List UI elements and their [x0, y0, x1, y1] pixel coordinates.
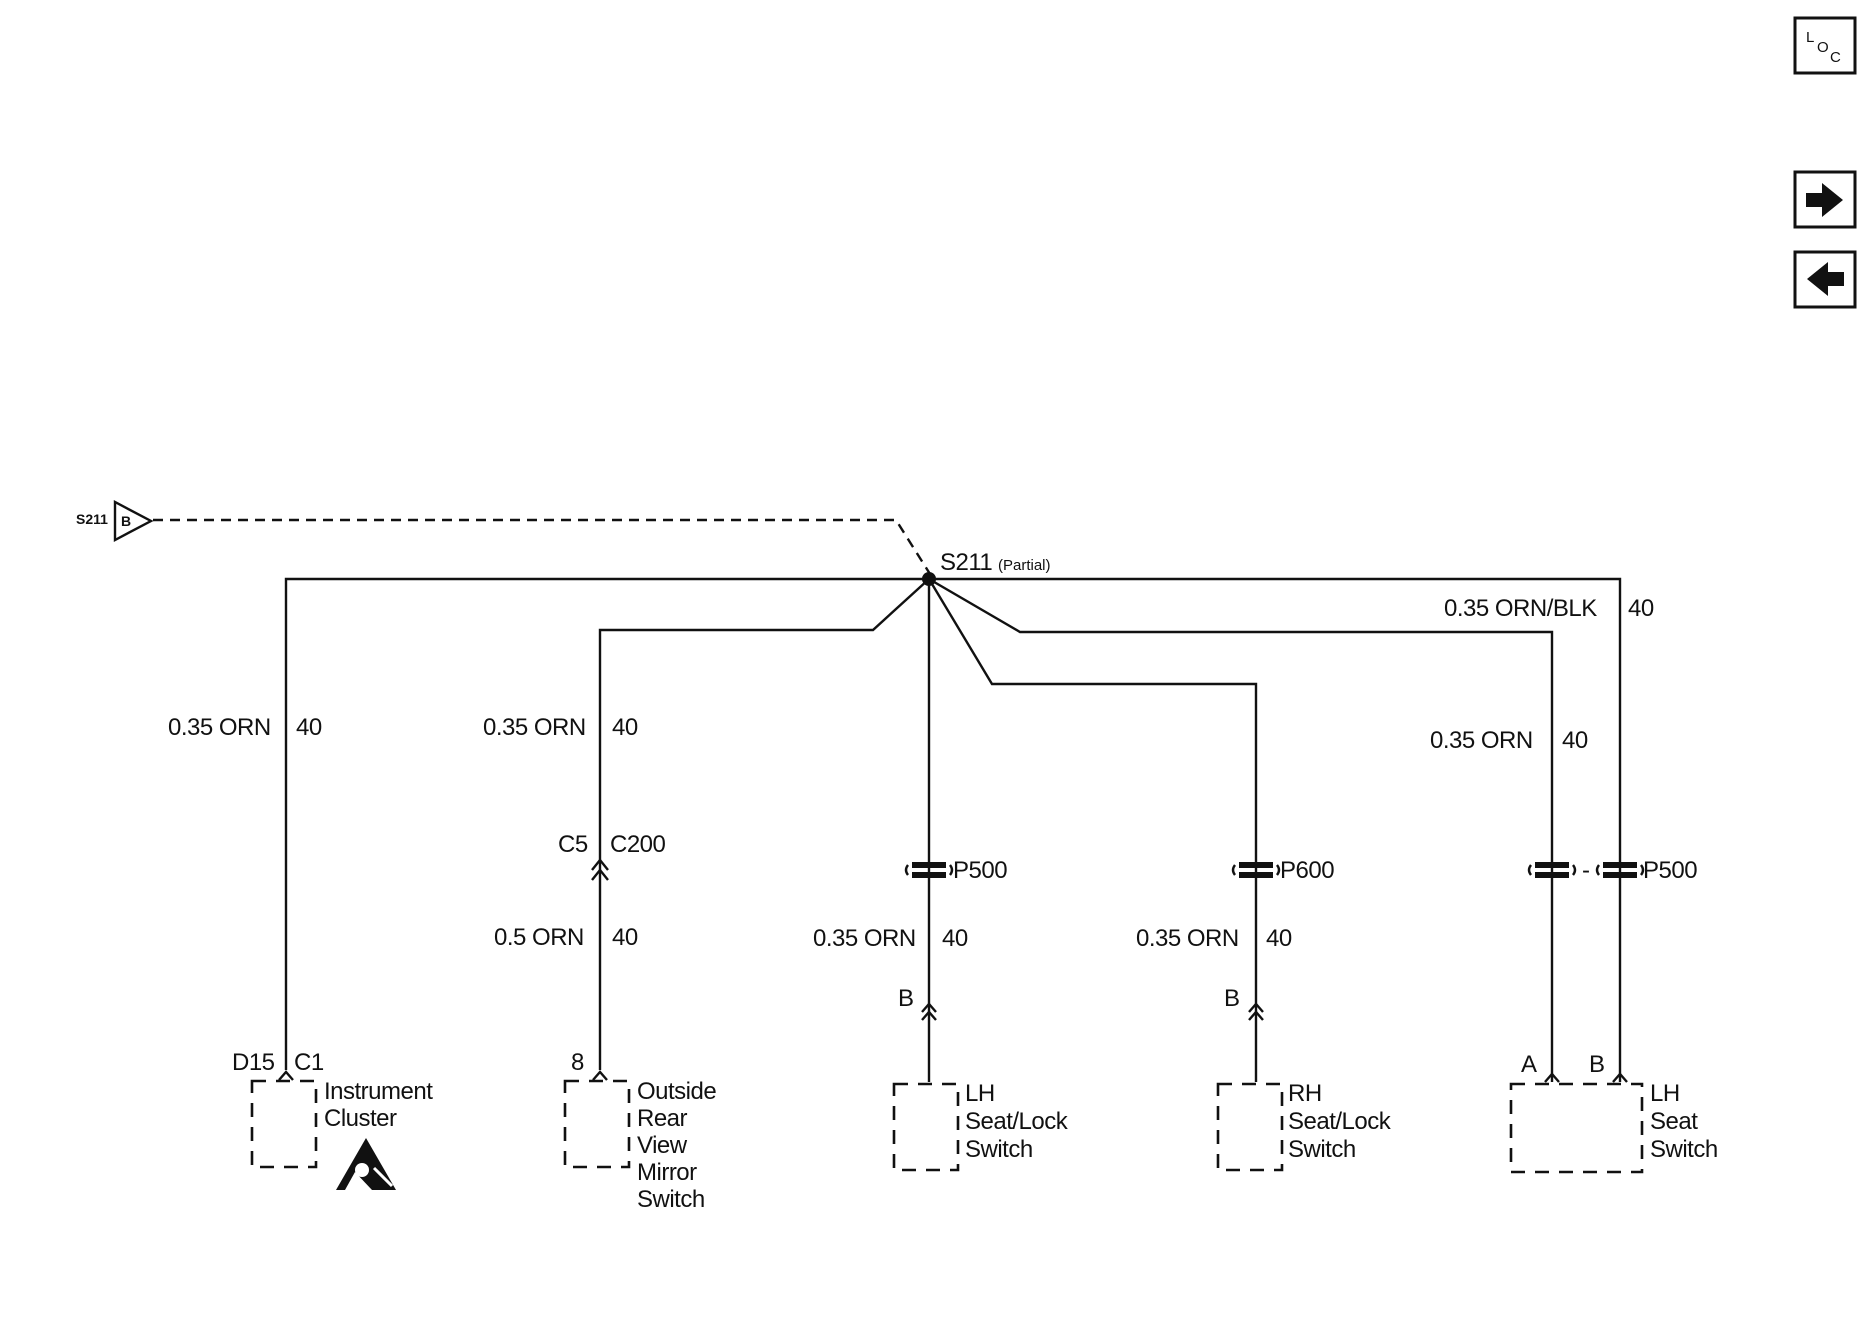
- pin-seat-b: [1612, 1072, 1628, 1083]
- grommet-p500-label: P500: [953, 857, 1007, 884]
- pin-lh-lock-label: B: [898, 985, 914, 1012]
- grommet-p500-seat-b[interactable]: [1595, 862, 1645, 878]
- loc-l: L: [1806, 29, 1814, 46]
- mirror-switch-label: Outside Rear View Mirror Switch: [637, 1078, 722, 1213]
- connector-c200-label: C200: [610, 831, 666, 858]
- instrument-cluster-label: Instrument Cluster: [324, 1078, 439, 1132]
- wire4-circuit: 40: [1266, 925, 1292, 952]
- grommet-p500-seat-label: P500: [1643, 857, 1697, 884]
- rh-seat-lock-switch-box[interactable]: [1216, 1082, 1284, 1172]
- wire-mirror-switch: [598, 578, 930, 1070]
- pin-mirror-8: [592, 1070, 608, 1081]
- grommet-p600-rh-lock[interactable]: [1231, 862, 1281, 878]
- grommet-p500-seat-a[interactable]: [1527, 862, 1577, 878]
- pin-ic-c1-label: C1: [294, 1049, 324, 1076]
- connector-c5-label: C5: [558, 831, 588, 858]
- instrument-cluster-box[interactable]: [250, 1079, 318, 1169]
- next-button[interactable]: [1793, 170, 1857, 229]
- wire-rh-lock-switch: [927, 578, 1258, 1082]
- wire5-circuit: 40: [1562, 727, 1588, 754]
- grommet-p600-label: P600: [1280, 857, 1334, 884]
- wire5-color: 0.35 ORN: [1430, 727, 1533, 754]
- grommet-dash-label: -: [1582, 857, 1590, 884]
- wire2b-color: 0.5 ORN: [494, 924, 584, 951]
- lh-seat-lock-switch-label: LH Seat/Lock Switch: [965, 1080, 1073, 1163]
- pin-seat-a: [1544, 1072, 1560, 1083]
- lh-seat-switch-label: LH Seat Switch: [1650, 1080, 1718, 1163]
- lh-seat-lock-switch-box[interactable]: [892, 1082, 960, 1172]
- wire2-color: 0.35 ORN: [483, 714, 586, 741]
- loc-c: C: [1830, 49, 1841, 66]
- wire3-circuit: 40: [942, 925, 968, 952]
- wire-seat-switch-b: [929, 577, 1622, 1082]
- wire6-color: 0.35 ORN/BLK: [1444, 595, 1597, 622]
- lh-seat-switch-box[interactable]: [1509, 1082, 1644, 1174]
- pin-seat-a-label: A: [1521, 1051, 1537, 1078]
- esd-warning-icon: [336, 1138, 396, 1190]
- mirror-switch-box[interactable]: [563, 1079, 631, 1169]
- wire1-circuit: 40: [296, 714, 322, 741]
- wire2-circuit: 40: [612, 714, 638, 741]
- ref-splice-label: S211: [76, 511, 108, 527]
- arrow-right-icon: [1806, 183, 1843, 217]
- pin-ic-d15-label: D15: [232, 1049, 275, 1076]
- wire2b-circuit: 40: [612, 924, 638, 951]
- loc-button[interactable]: L O C: [1793, 16, 1857, 75]
- reference-dashed-line: [153, 518, 932, 575]
- wire-instrument-cluster: [284, 577, 929, 1070]
- wire1-color: 0.35 ORN: [168, 714, 271, 741]
- wire6-circuit: 40: [1628, 595, 1654, 622]
- s211-page-reference[interactable]: S211 B: [76, 500, 154, 542]
- pin-mirror-label: 8: [571, 1049, 584, 1076]
- pin-rh-lock-label: B: [1224, 985, 1240, 1012]
- splice-label: S211: [940, 549, 992, 576]
- prev-button[interactable]: [1793, 250, 1857, 309]
- pin-rh-lock-b: [1248, 1002, 1264, 1021]
- pin-lh-lock-b: [921, 1002, 937, 1021]
- loc-o: O: [1817, 39, 1829, 56]
- ref-page-label: B: [121, 513, 131, 529]
- arrow-left-icon: [1807, 262, 1844, 296]
- splice-note: (Partial): [998, 557, 1051, 574]
- pin-ic-d15: [278, 1070, 294, 1081]
- wire4-color: 0.35 ORN: [1136, 925, 1239, 952]
- wire3-color: 0.35 ORN: [813, 925, 916, 952]
- pin-seat-b-label: B: [1589, 1051, 1605, 1078]
- connector-c200[interactable]: [591, 858, 609, 881]
- grommet-p500-lh-lock[interactable]: [904, 862, 954, 878]
- rh-seat-lock-switch-label: RH Seat/Lock Switch: [1288, 1080, 1396, 1163]
- wire-seat-switch-a: [928, 577, 1554, 1082]
